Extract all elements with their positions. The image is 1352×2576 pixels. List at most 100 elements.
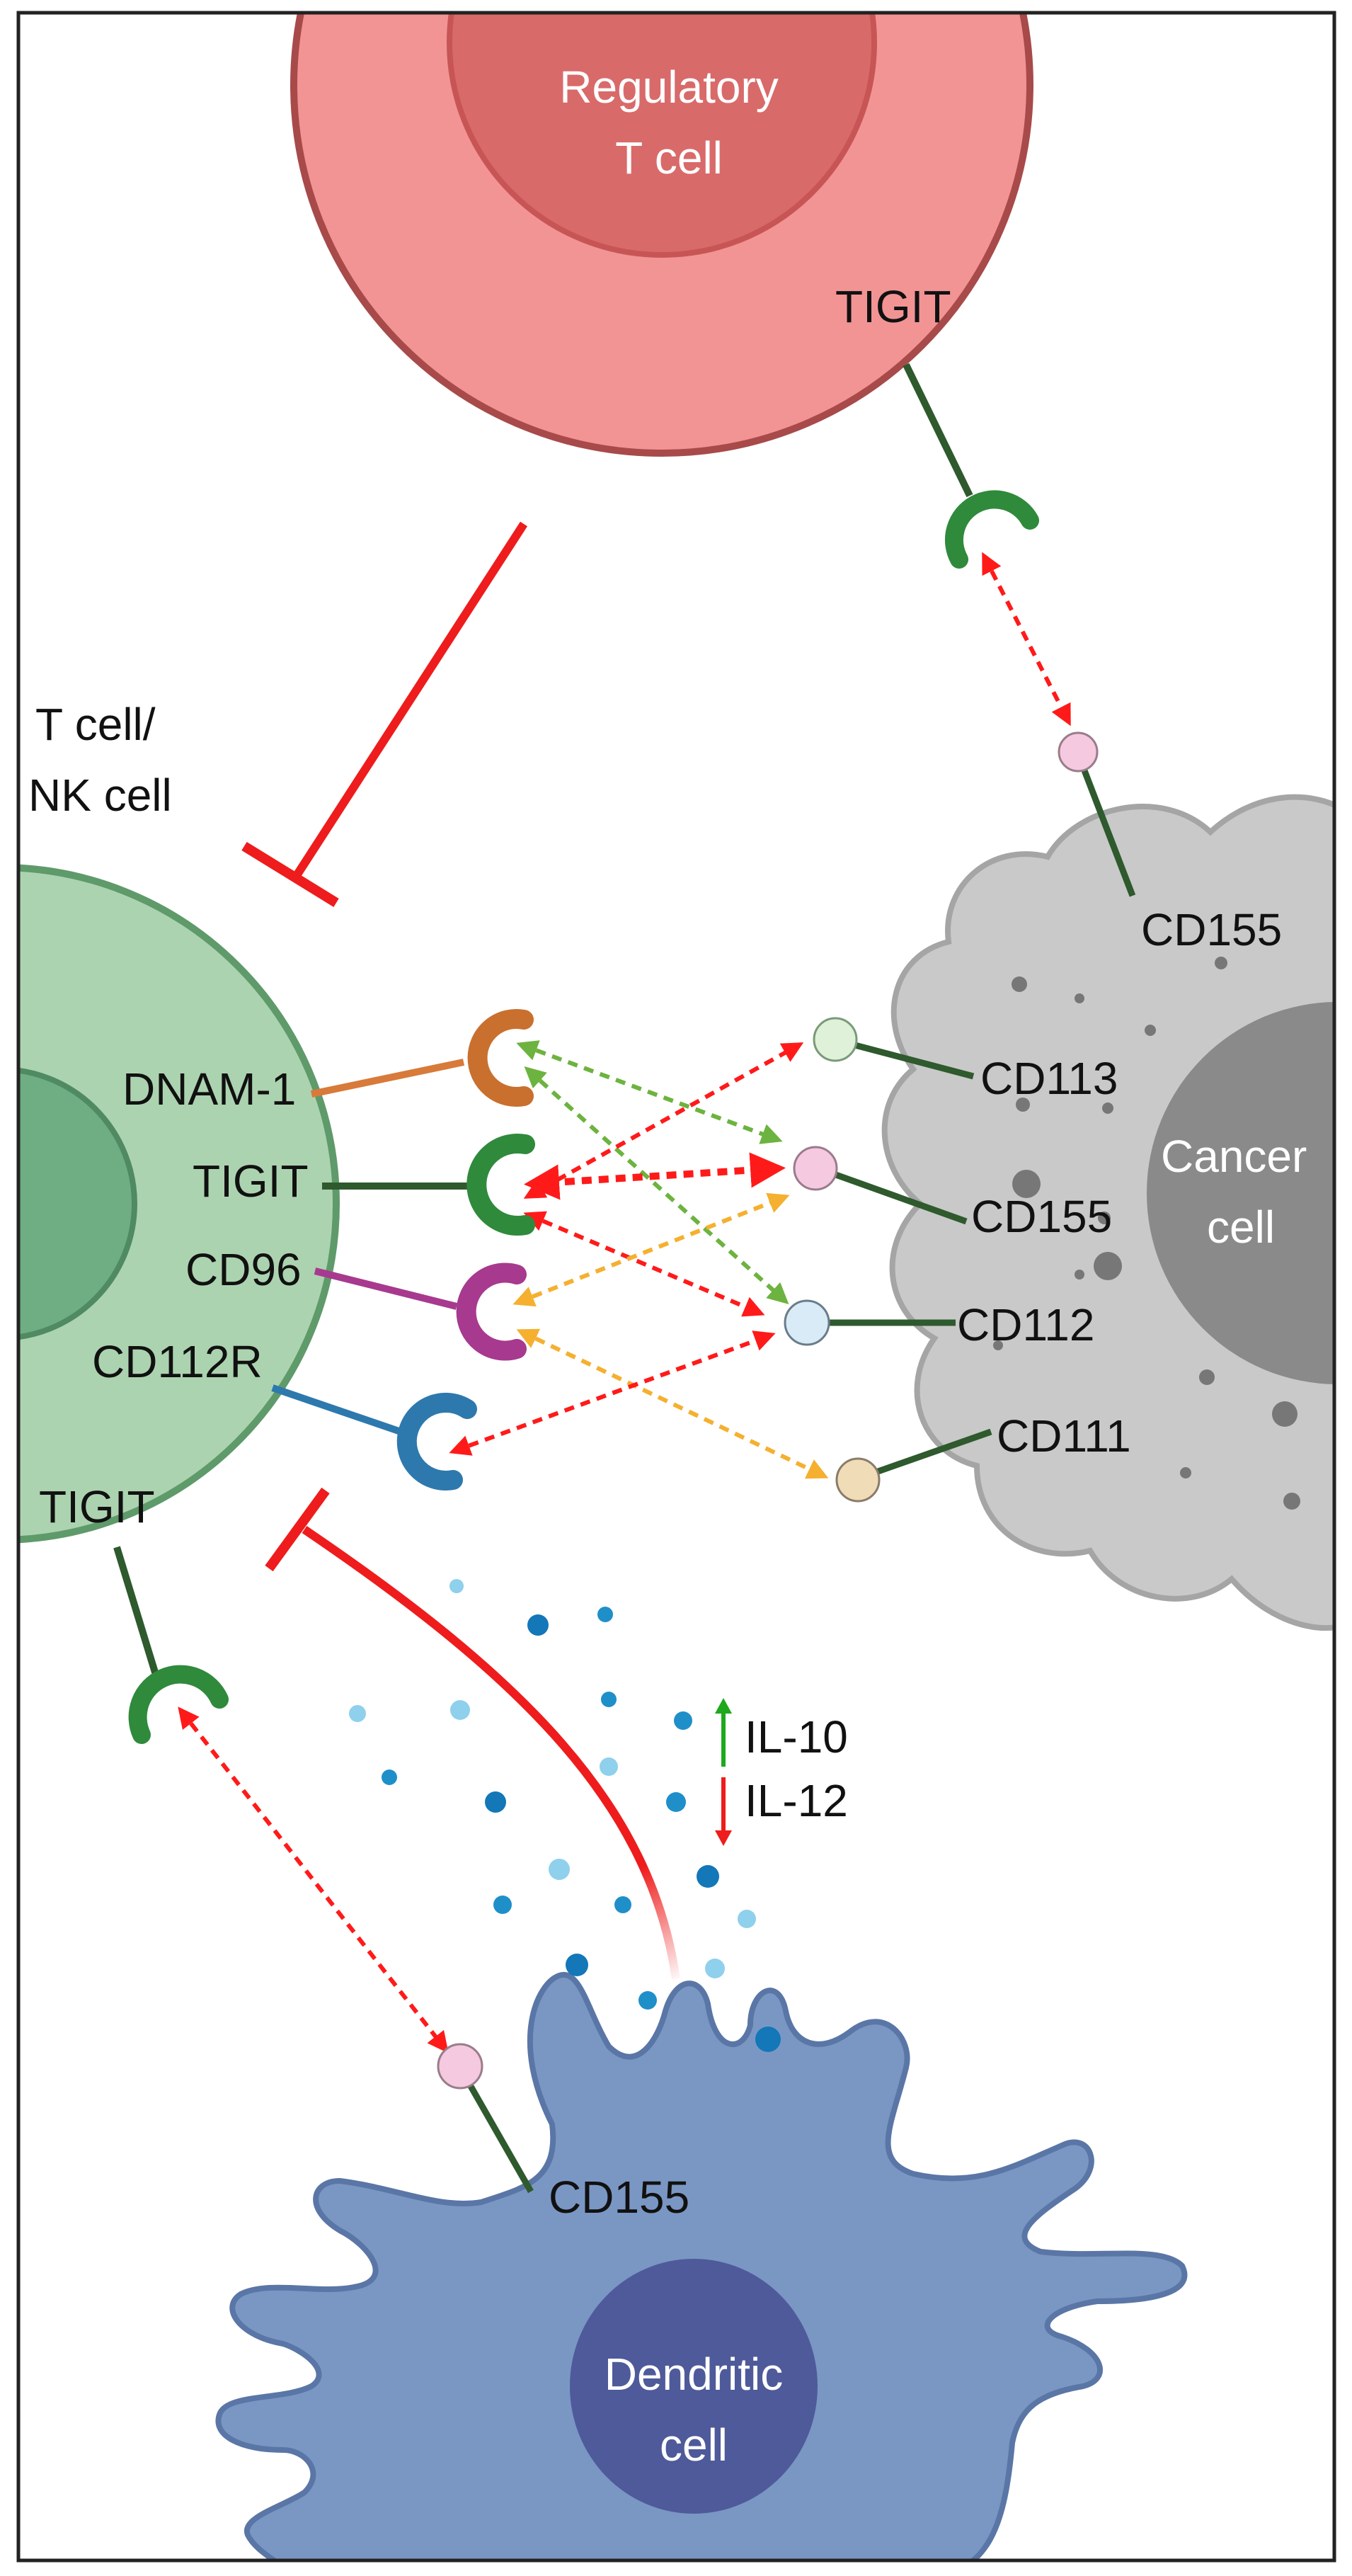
cytokine-dot	[449, 1579, 464, 1593]
cytokine-dot	[697, 1865, 719, 1888]
treg-nucleus	[447, 13, 877, 258]
cd112-label: CD112	[957, 1299, 1094, 1350]
t-nk-cell	[18, 864, 340, 1544]
tigit-lower-receptor-icon	[128, 1665, 229, 1744]
cancer-granule	[1199, 1369, 1215, 1385]
arrow-cd112r-cd112	[449, 1330, 776, 1456]
ligands	[437, 731, 1136, 2194]
arrow-cd96-cd111	[516, 1328, 829, 1479]
treg-inhibition-bar	[241, 842, 339, 907]
cd96-receptor-icon	[456, 1263, 527, 1361]
arrow-tigit-cd155	[524, 1152, 786, 1200]
cytokine-dot	[705, 1959, 725, 1978]
cd155-top-label: CD155	[1141, 904, 1282, 955]
cytokine-dot	[755, 2027, 781, 2052]
dendritic-label-line1: Dendritic	[605, 2349, 784, 2400]
cd111-bead	[835, 1457, 881, 1503]
cancer-granule	[1012, 1170, 1041, 1198]
cd155-dc-label: CD155	[549, 2172, 689, 2223]
cd155-top-stalk	[1076, 756, 1136, 897]
cd155-top-bead	[1058, 731, 1099, 773]
up-arrow-green-icon	[715, 1698, 732, 1767]
cytokine-change-arrows	[715, 1698, 732, 1846]
arrow-cd96-cd155	[512, 1192, 790, 1307]
treg-tigit-stalk	[903, 363, 973, 498]
cytokine-dot	[349, 1705, 366, 1722]
down-arrow-red-icon	[715, 1777, 732, 1846]
cd113-bead	[813, 1017, 858, 1062]
cancer-granule	[1283, 1493, 1300, 1510]
treg-tigit-receptor-icon	[944, 490, 1039, 569]
arrow-tigit-cd113	[523, 1042, 804, 1199]
treg-tigit-label: TIGIT	[835, 281, 951, 332]
tigit-label: TIGIT	[193, 1156, 309, 1207]
tnk-label-line1: T cell/	[35, 699, 156, 750]
cd155-mid-bead	[793, 1146, 838, 1191]
cytokine-dot	[493, 1896, 512, 1914]
labels: Regulatory T cell TIGIT T cell/ NK cell …	[28, 62, 1307, 2470]
cd113-label: CD113	[980, 1053, 1118, 1104]
cancer-granule	[1215, 957, 1227, 969]
cancer-nucleus	[1147, 1002, 1334, 1384]
cytokine-dot	[638, 1991, 657, 2010]
cytokine-dot	[601, 1692, 617, 1707]
receptors	[113, 363, 1039, 1744]
il10-label: IL-10	[745, 1711, 848, 1762]
treg-inhibition-line	[293, 521, 528, 877]
cancer-granule	[1098, 1212, 1111, 1224]
cd113-stalk	[837, 1037, 975, 1080]
arrow-dnam1-cd112	[524, 1066, 789, 1305]
cancer-granule	[1272, 1401, 1297, 1427]
dendritic-cell	[215, 1971, 1188, 2560]
treg-inhibition	[241, 521, 528, 907]
cytokine-dot	[666, 1792, 686, 1812]
arrow-tigit-cd112	[523, 1211, 765, 1317]
arrow-treg-tigit-cd155	[982, 552, 1071, 726]
cytokine-dot	[597, 1607, 613, 1622]
cancer-granule	[1094, 1252, 1122, 1280]
arrow-dc-tigit-cd155	[178, 1706, 449, 2053]
cd112r-stalk	[271, 1384, 408, 1437]
cancer-granule	[993, 1340, 1003, 1350]
cd96-label: CD96	[185, 1244, 302, 1295]
cd112-bead	[784, 1299, 830, 1346]
cytokine-dot	[382, 1769, 397, 1785]
cytokine-dot	[566, 1954, 588, 1976]
treg-label-line1: Regulatory	[559, 62, 779, 113]
tigit-lower-stalk	[113, 1546, 159, 1676]
dnam1-stalk	[310, 1059, 465, 1098]
dendritic-label-line2: cell	[660, 2420, 728, 2470]
cancer-label-line2: cell	[1207, 1202, 1275, 1253]
cancer-granule	[1102, 1102, 1113, 1114]
dc-inhibition-bar	[265, 1487, 330, 1572]
interaction-arrows	[178, 552, 1071, 2053]
cd112r-label: CD112R	[92, 1336, 263, 1387]
cytokine-dot	[600, 1757, 618, 1776]
tigit-lower-label: TIGIT	[39, 1481, 155, 1532]
cytokine-dot	[738, 1910, 756, 1928]
cytokine-dot	[485, 1791, 506, 1813]
cancer-label-line1: Cancer	[1161, 1131, 1307, 1182]
cd155-mid-label: CD155	[971, 1191, 1112, 1242]
cancer-granule	[1016, 1098, 1030, 1112]
cytokine-dot	[527, 1614, 549, 1636]
dc-inhibition-curve	[302, 1526, 680, 1980]
cd111-label: CD111	[997, 1410, 1131, 1461]
cd155-mid-stalk	[813, 1163, 968, 1225]
cancer-granule	[1012, 976, 1027, 992]
cytokine-dot	[450, 1700, 470, 1720]
tnk-label-line2: NK cell	[28, 770, 172, 821]
cancer-cell	[881, 794, 1334, 1631]
cancer-granule	[1145, 1025, 1156, 1036]
cd155-dc-stalk	[457, 2065, 534, 2194]
cytokine-dot	[549, 1859, 570, 1880]
cd112r-receptor-icon	[396, 1392, 477, 1491]
cancer-granule	[1075, 1270, 1084, 1280]
cd155-dc-bead	[437, 2043, 483, 2090]
cd111-stalk	[857, 1428, 992, 1482]
cytokine-dot	[614, 1896, 631, 1913]
figure-frame	[16, 11, 1336, 2563]
cancer-granule	[1180, 1467, 1191, 1478]
